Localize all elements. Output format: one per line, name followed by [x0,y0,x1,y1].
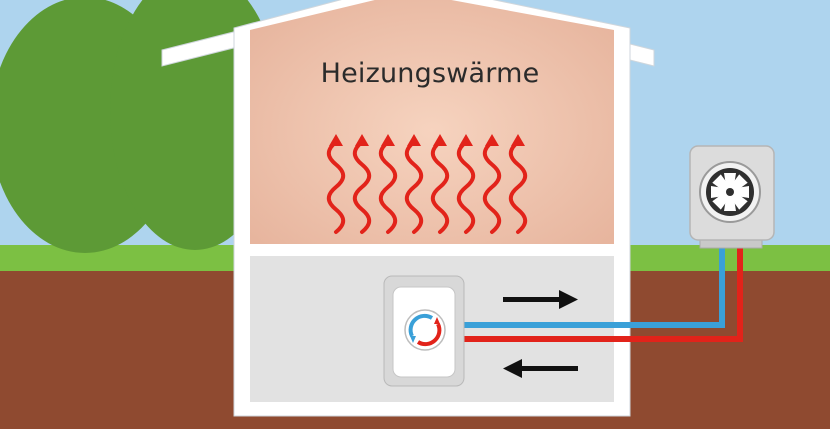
outdoor-heat-pump-icon [689,145,775,249]
heat-wave [326,140,346,234]
heat-wave-arrowhead [459,134,473,146]
living-room [250,0,614,244]
pipes [462,244,743,342]
heat-label: Heizungswärme [320,58,540,89]
heat-wave [456,140,476,234]
heat-wave-arrowhead [485,134,499,146]
cold-pipe [462,244,725,328]
heat-wave [378,140,398,234]
heat-wave-arrowhead [329,134,343,146]
fan-blade [727,174,748,195]
heat-wave-arrowhead [511,134,525,146]
heat-wave [352,140,372,234]
arrow-right-icon [503,290,578,309]
heat-wave [508,140,528,234]
heat-waves [326,134,528,234]
heat-wave-arrowhead [407,134,421,146]
heat-wave [430,140,450,234]
heat-exchanger-icon [383,275,465,387]
heat-wave [482,140,502,234]
arrow-left-icon [503,359,578,378]
heat-wave-arrowhead [433,134,447,146]
heat-wave [404,140,424,234]
heat-wave-arrowhead [355,134,369,146]
heat-wave-arrowhead [381,134,395,146]
hot-pipe [462,244,743,342]
fan-icon [706,168,754,216]
